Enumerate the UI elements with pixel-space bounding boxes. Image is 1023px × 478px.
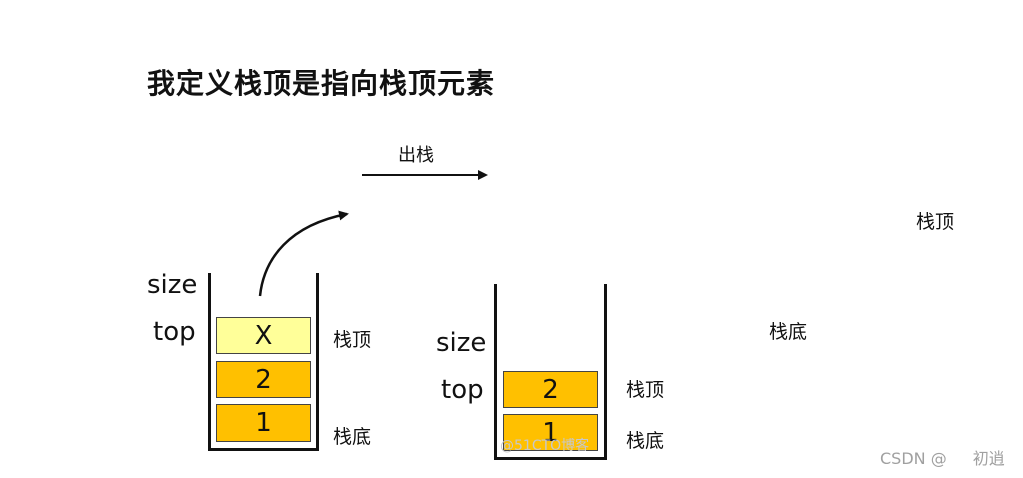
after-stack-container: [494, 284, 607, 460]
before-stack-cell-top: X: [216, 317, 311, 354]
after-cell-0-text: 2: [542, 374, 559, 405]
after-size-label: size: [436, 328, 487, 358]
after-stack-cell-bottom: 1: [503, 414, 598, 451]
after-top-side-label: 栈顶: [626, 379, 665, 401]
after-cell-1-text: 1: [542, 417, 559, 448]
before-cell-1-text: 2: [255, 364, 272, 395]
stray-bottom-label: 栈底: [769, 321, 808, 343]
before-stack-cell-middle: 2: [216, 361, 311, 398]
pop-operation-label: 出栈: [398, 145, 434, 166]
before-stack-container: [208, 273, 319, 451]
footer-credit: CSDN @ 初逍: [880, 448, 1005, 470]
before-bottom-side-label: 栈底: [333, 426, 372, 448]
page-title: 我定义栈顶是指向栈顶元素: [147, 67, 496, 100]
footer-source: CSDN @: [880, 449, 947, 468]
curved-pop-arrow: [258, 210, 349, 297]
stray-top-label: 栈顶: [916, 211, 955, 233]
before-cell-2-text: 1: [255, 408, 272, 438]
after-top-label: top: [441, 375, 484, 405]
watermark: @51CTO博客: [500, 438, 590, 454]
footer-author: 初逍: [972, 449, 1005, 468]
after-stack-cell-top: 2: [503, 371, 598, 408]
before-top-side-label: 栈顶: [333, 329, 372, 351]
before-cell-0-text: X: [254, 320, 273, 351]
before-size-label: size: [147, 270, 198, 300]
after-bottom-side-label: 栈底: [626, 430, 665, 452]
before-top-label: top: [153, 317, 196, 347]
before-stack-cell-bottom: 1: [216, 404, 311, 442]
